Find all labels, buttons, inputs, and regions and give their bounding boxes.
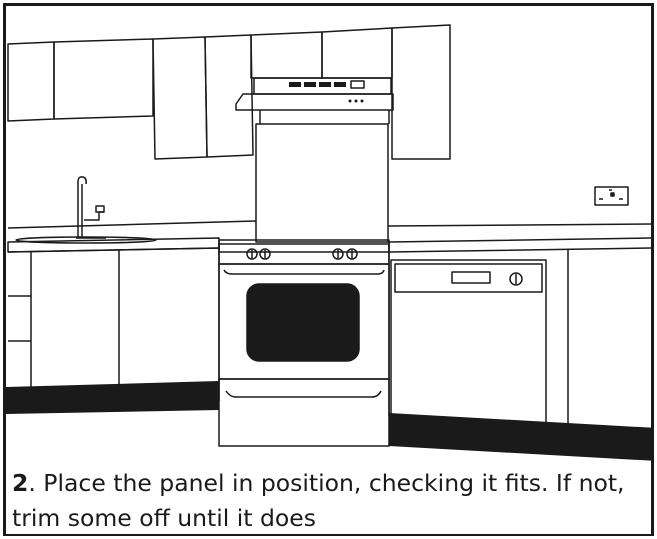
step-text: . Place the panel in position, checking … (12, 469, 625, 532)
hood-buttons (349, 100, 364, 103)
dishwasher-display (452, 272, 490, 283)
control-knob-icon (260, 249, 270, 259)
wall-cabinet-over-hood-right (322, 28, 392, 78)
hood-lower (236, 94, 393, 110)
control-knob-icon (510, 273, 522, 285)
control-knob-icon (247, 249, 257, 259)
oven-drawer (219, 379, 389, 446)
dishwasher-panel (395, 264, 542, 292)
dishwasher-body (391, 260, 546, 424)
splashback-panel (256, 124, 388, 242)
hood-light (351, 81, 364, 88)
wall-socket-icon (595, 187, 628, 205)
wall-cabinet-4 (205, 35, 253, 157)
step-caption: 2. Place the panel in position, checking… (12, 466, 652, 536)
wall-cabinet-2 (54, 39, 153, 119)
step-number: 2 (12, 469, 28, 497)
kitchen-illustration (6, 6, 654, 461)
control-knob-icon (347, 249, 357, 259)
hob-knobs (247, 249, 357, 259)
tap-icon (76, 177, 106, 238)
plinth-left (6, 381, 219, 414)
drawer-handle (226, 391, 381, 397)
wall-cabinet-3 (153, 37, 207, 159)
control-panel (219, 244, 389, 264)
plinth-right (389, 413, 654, 461)
oven-window-icon (247, 284, 359, 361)
dishwasher (391, 260, 546, 424)
worktop (8, 221, 654, 252)
oven-door-handle (224, 270, 384, 274)
cooker (219, 240, 389, 446)
wall-cabinets (8, 25, 450, 159)
control-knob-icon (333, 249, 343, 259)
illustration-frame: 2. Place the panel in position, checking… (3, 3, 654, 536)
hood-vents (289, 82, 346, 87)
wall-cabinet-right (392, 25, 450, 159)
cooker-hood-icon (236, 78, 393, 124)
wall-cabinet-over-hood-left (251, 32, 322, 78)
worktop-right (389, 238, 654, 252)
wall-cabinet-left (8, 42, 54, 121)
plinth (6, 381, 654, 461)
base-cabinets-left (8, 248, 219, 401)
